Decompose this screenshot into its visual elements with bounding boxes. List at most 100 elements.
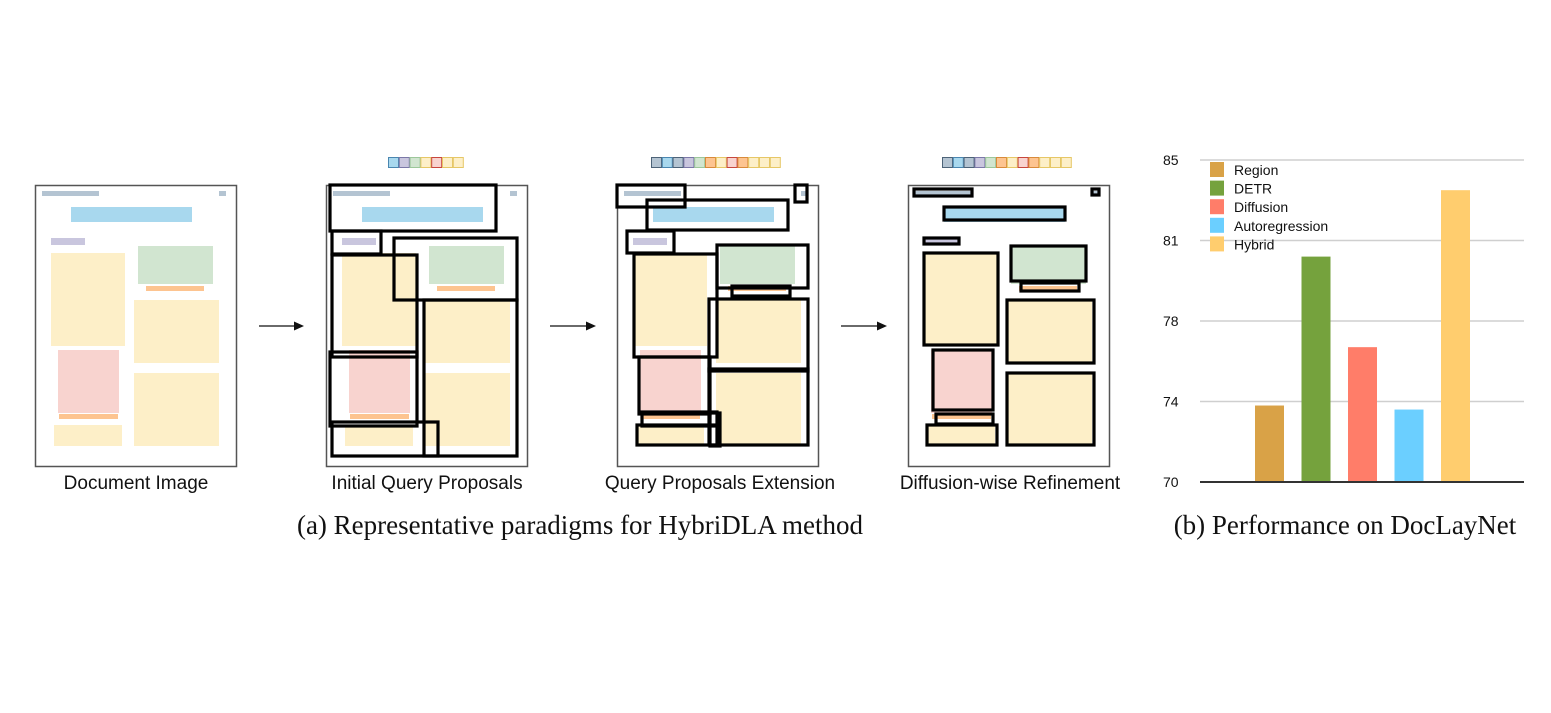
layout-region: [134, 373, 219, 446]
layout-regions: [915, 191, 1099, 446]
query-box: [730, 284, 792, 298]
query-token: [1017, 157, 1029, 168]
layout-region: [1007, 373, 1092, 446]
layout-region: [437, 286, 495, 291]
layout-region: [927, 425, 995, 446]
layout-region: [333, 191, 390, 196]
query-token: [442, 157, 453, 168]
layout-regions: [624, 191, 808, 446]
query-token: [759, 157, 770, 168]
query-token: [726, 157, 738, 168]
query-box: [925, 423, 999, 447]
stage-label: Query Proposals Extension: [604, 473, 836, 494]
query-token-strip-extension: [651, 157, 781, 168]
query-box: [330, 420, 440, 458]
legend-swatch: [1210, 162, 1224, 177]
query-token: [388, 157, 399, 168]
layout-region: [653, 207, 774, 222]
right-arrow-icon: [259, 321, 304, 331]
query-token: [1039, 157, 1051, 168]
query-box: [330, 253, 419, 359]
layout-regions: [42, 191, 226, 446]
bar-autoregression: [1394, 409, 1424, 482]
query-token-strip-initial: [388, 157, 464, 168]
layout-region: [146, 286, 204, 291]
layout-region: [345, 425, 413, 446]
query-box: [1005, 371, 1096, 447]
y-tick-label: 70: [1163, 474, 1179, 490]
query-box: [922, 236, 961, 246]
stage-label: Diffusion-wise Refinement: [899, 473, 1121, 494]
layout-region: [1011, 246, 1086, 284]
layout-region: [640, 350, 701, 413]
legend-swatch: [1210, 217, 1224, 233]
query-boxes: [615, 183, 810, 448]
query-token: [942, 157, 953, 168]
query-token: [769, 157, 781, 168]
stage-document-image: [34, 184, 238, 468]
query-token: [985, 157, 997, 168]
stage-label: Document Image: [63, 473, 209, 494]
query-box: [922, 251, 1000, 347]
layout-region: [716, 373, 801, 446]
layout-region: [924, 253, 998, 346]
legend-item: Region: [1210, 162, 1278, 178]
layout-region: [931, 350, 992, 413]
bar-region: [1255, 405, 1284, 482]
layout-region: [932, 414, 991, 419]
legend-item: Autoregression: [1210, 217, 1328, 234]
query-token: [651, 157, 662, 168]
query-token: [1060, 157, 1072, 168]
y-tick-label: 81: [1163, 233, 1179, 249]
layout-region: [633, 253, 707, 346]
query-token: [996, 157, 1007, 168]
layout-region: [350, 414, 409, 419]
layout-region: [42, 191, 99, 196]
query-box: [707, 297, 810, 373]
layout-region: [54, 425, 122, 446]
layout-region: [633, 238, 667, 245]
stage-query-proposals-extension: [615, 183, 820, 468]
y-tick-label: 85: [1163, 152, 1179, 168]
legend-label: Diffusion: [1234, 199, 1288, 215]
query-token: [715, 157, 727, 168]
query-token-strip-refinement: [942, 157, 1072, 168]
legend-item: DETR: [1210, 180, 1272, 197]
legend-swatch: [1210, 199, 1224, 215]
query-box: [422, 298, 519, 458]
stage-label: Initial Query Proposals: [331, 473, 523, 494]
stage-diffusion-wise-refinement: [907, 184, 1111, 468]
query-box: [942, 205, 1067, 222]
layout-region: [425, 300, 510, 363]
query-token: [748, 157, 760, 168]
panel-a-diagram: [34, 157, 1111, 468]
query-token: [661, 157, 673, 168]
layout-region: [924, 238, 958, 245]
query-box: [793, 183, 809, 204]
query-token: [672, 157, 684, 168]
bar-hybrid: [1441, 190, 1470, 482]
query-token: [705, 157, 716, 168]
query-token: [1050, 157, 1061, 168]
layout-region: [720, 246, 795, 284]
layout-region: [59, 414, 118, 419]
layout-region: [1019, 286, 1077, 291]
query-token: [431, 157, 443, 168]
query-token: [1006, 157, 1018, 168]
legend-label: DETR: [1234, 181, 1272, 197]
query-token: [974, 157, 986, 168]
right-arrow-icon: [841, 321, 887, 331]
layout-region: [342, 238, 376, 245]
query-box: [707, 367, 810, 447]
query-box: [708, 411, 722, 448]
query-box: [912, 187, 974, 198]
legend-label: Region: [1234, 162, 1278, 178]
query-token: [683, 157, 695, 168]
legend-label: Hybrid: [1234, 236, 1274, 252]
y-tick-label: 74: [1163, 394, 1179, 410]
layout-region: [51, 253, 125, 346]
query-box: [328, 183, 498, 233]
query-box: [1090, 187, 1101, 197]
layout-region: [362, 207, 483, 222]
